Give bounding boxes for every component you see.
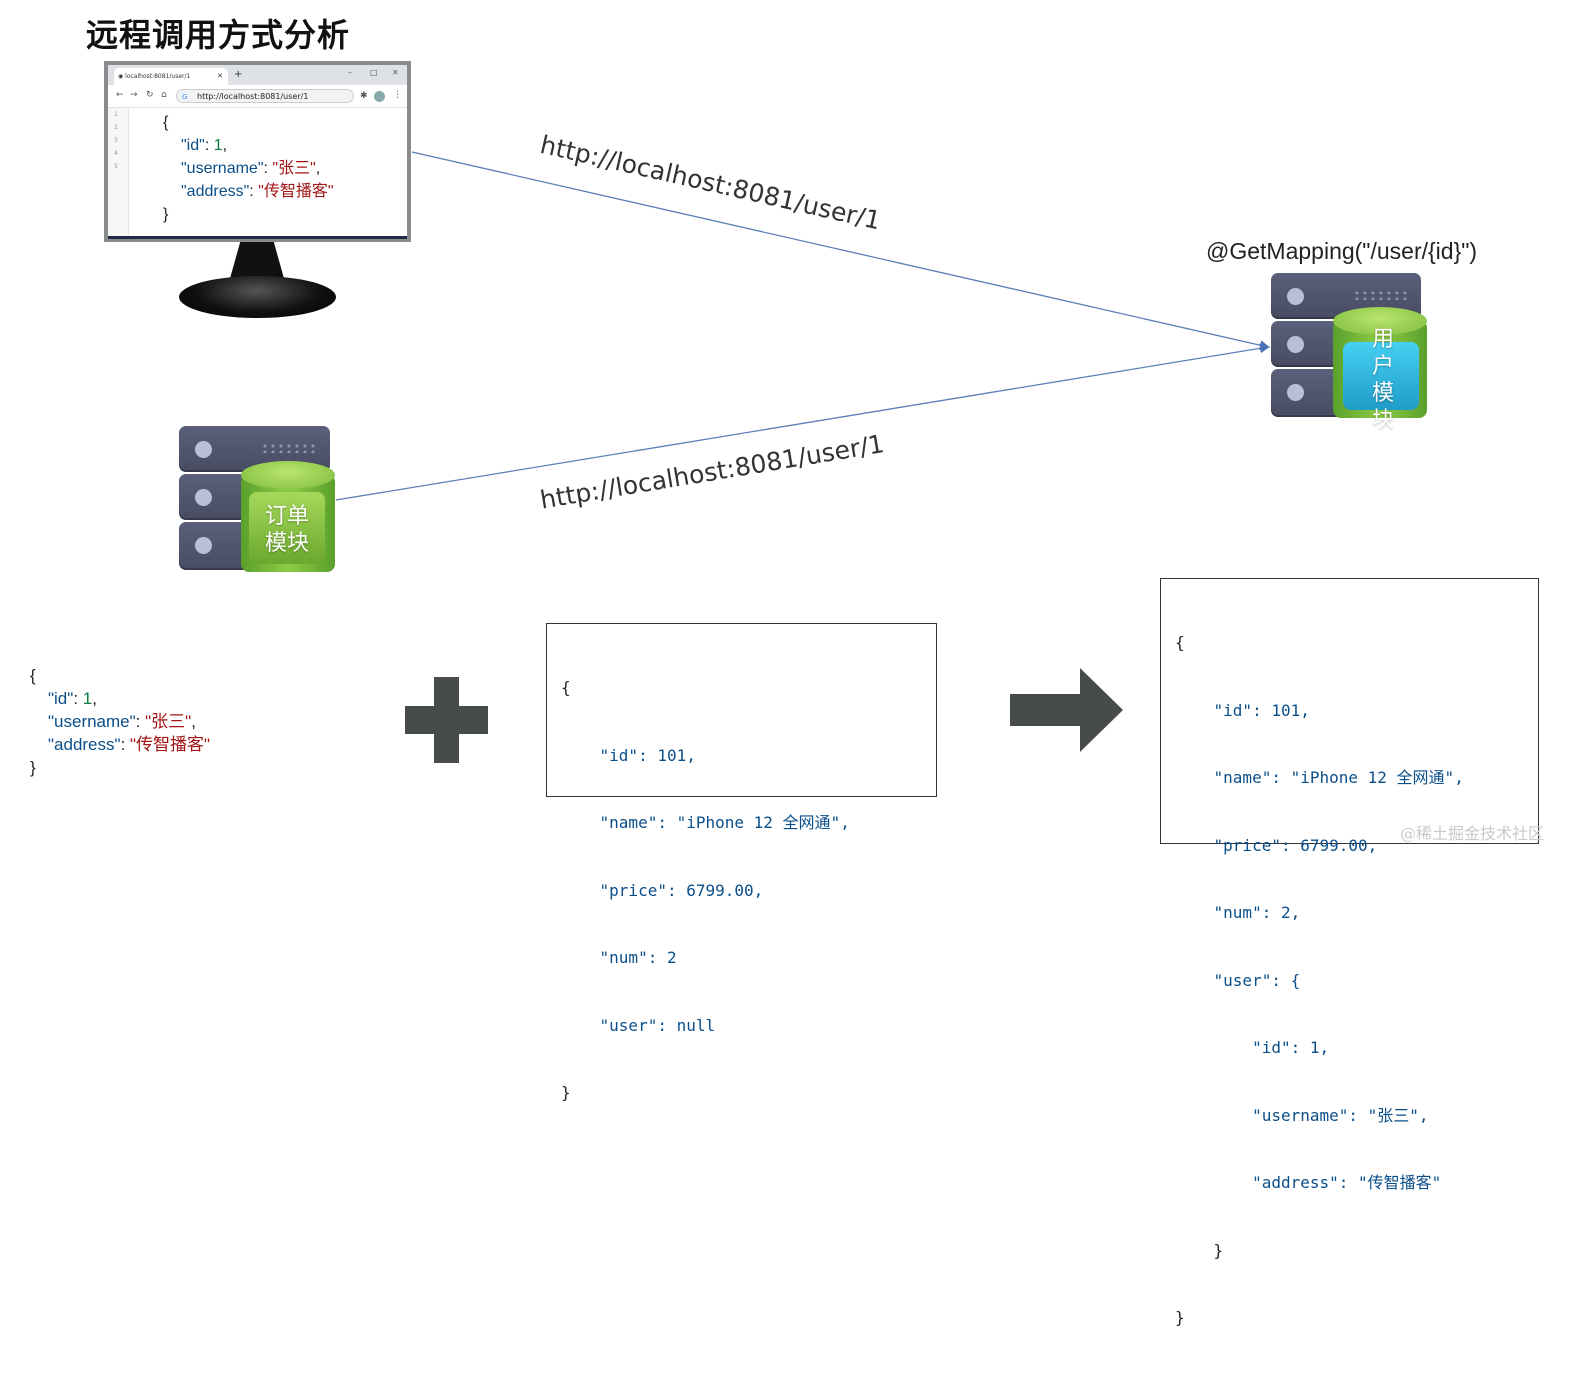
json-line: "num": 2 — [561, 948, 677, 967]
line-number: 2 — [114, 124, 118, 131]
json-line: } — [1175, 1308, 1185, 1327]
back-icon[interactable]: ← — [116, 90, 124, 100]
json-response: { "id": 1, "username": "张三", "address": … — [163, 111, 334, 226]
order-module-label: 订单 模块 — [264, 504, 309, 556]
new-tab-icon[interactable]: + — [234, 69, 243, 80]
order-to-user-arrow — [335, 343, 1270, 501]
connection-arrows — [335, 151, 1270, 501]
json-line: "username": "张三", — [181, 160, 321, 177]
close-window-icon[interactable]: ✕ — [392, 68, 399, 77]
menu-icon[interactable]: ⋮ — [393, 90, 402, 100]
json-line: { — [561, 678, 571, 697]
json-line: "id": 101, — [1175, 700, 1310, 720]
json-line: "id": 1, — [181, 137, 228, 154]
address-bar-url: http://localhost:8081/user/1 — [197, 92, 309, 101]
json-line: "username": "张三", — [48, 712, 196, 731]
tab-title: localhost:8081/user/1 — [125, 73, 191, 80]
json-line: } — [163, 206, 169, 223]
browser-tab[interactable]: ◉ localhost:8081/user/1 ✕ — [114, 68, 228, 85]
line-number: 4 — [114, 150, 118, 157]
json-line: "price": 6799.00, — [561, 880, 764, 900]
json-line: "id": 1, — [1175, 1038, 1330, 1057]
json-line: { — [1175, 633, 1185, 652]
home-icon[interactable]: ⌂ — [161, 90, 167, 100]
order-json: { "id": 101, "name": "iPhone 12 全网通", "p… — [561, 632, 850, 1150]
close-tab-icon[interactable]: ✕ — [217, 72, 223, 80]
json-line: "address": "传智播客" — [181, 183, 334, 200]
right-arrow-icon — [1010, 668, 1123, 752]
browser-to-user-arrow — [411, 151, 1270, 351]
extension-icon[interactable]: ✱ — [360, 91, 368, 101]
order-json-box: { "id": 101, "name": "iPhone 12 全网通", "p… — [546, 623, 937, 1102]
database-top — [1333, 307, 1427, 335]
json-line: "user": null — [561, 1015, 716, 1035]
json-line: "name": "iPhone 12 全网通", — [1175, 768, 1464, 787]
globe-icon: ◉ — [118, 73, 126, 80]
json-line: "user": { — [1175, 970, 1301, 990]
page-title: 远程调用方式分析 — [86, 16, 351, 54]
line-number: 1 — [114, 111, 118, 118]
forward-icon[interactable]: → — [130, 90, 138, 100]
json-line: "address": "传智播客" — [48, 735, 211, 754]
reload-icon[interactable]: ↻ — [146, 90, 154, 100]
line-gutter — [108, 108, 129, 236]
json-line: "num": 2, — [1175, 903, 1301, 922]
get-mapping-annotation: @GetMapping("/user/{id}") — [1206, 238, 1478, 264]
json-line: "price": 6799.00, — [1175, 835, 1378, 855]
database-top — [241, 461, 335, 489]
maximize-icon[interactable]: □ — [370, 68, 378, 77]
user-module-label: 用 户 模 块 — [1371, 327, 1394, 433]
line-number: 3 — [114, 137, 118, 144]
avatar[interactable] — [374, 91, 385, 102]
result-json-box: { "id": 101, "name": "iPhone 12 全网通", "p… — [1160, 578, 1539, 1327]
address-bar[interactable]: G http://localhost:8081/user/1 — [176, 89, 354, 103]
module-label-plate — [1343, 342, 1419, 410]
json-line: "id": 101, — [561, 745, 696, 765]
google-icon: G — [182, 93, 188, 101]
result-json: { "id": 101, "name": "iPhone 12 全网通", "p… — [1175, 587, 1464, 1375]
browser-window: ◉ localhost:8081/user/1 ✕ + – □ ✕ ← → ↻ … — [108, 65, 407, 236]
json-line: } — [1175, 1240, 1224, 1260]
monitor-base — [179, 276, 336, 318]
json-line: { — [163, 114, 169, 131]
json-line: { — [30, 666, 36, 685]
user-json: { "id": 1, "username": "张三", "address": … — [30, 664, 210, 779]
watermark: @稀土掘金技术社区 — [1400, 824, 1545, 843]
minimize-icon[interactable]: – — [348, 68, 352, 77]
line-number: 5 — [114, 163, 118, 170]
json-line: "id": 1, — [48, 689, 97, 708]
json-line: "address": "传智播客" — [1175, 1173, 1442, 1192]
json-line: "name": "iPhone 12 全网通", — [561, 813, 850, 832]
monitor-bottom-bar — [108, 236, 407, 239]
json-line: } — [561, 1083, 571, 1102]
json-line: } — [30, 758, 36, 777]
json-line: "username": "张三", — [1175, 1105, 1429, 1125]
module-label-plate — [249, 492, 325, 564]
